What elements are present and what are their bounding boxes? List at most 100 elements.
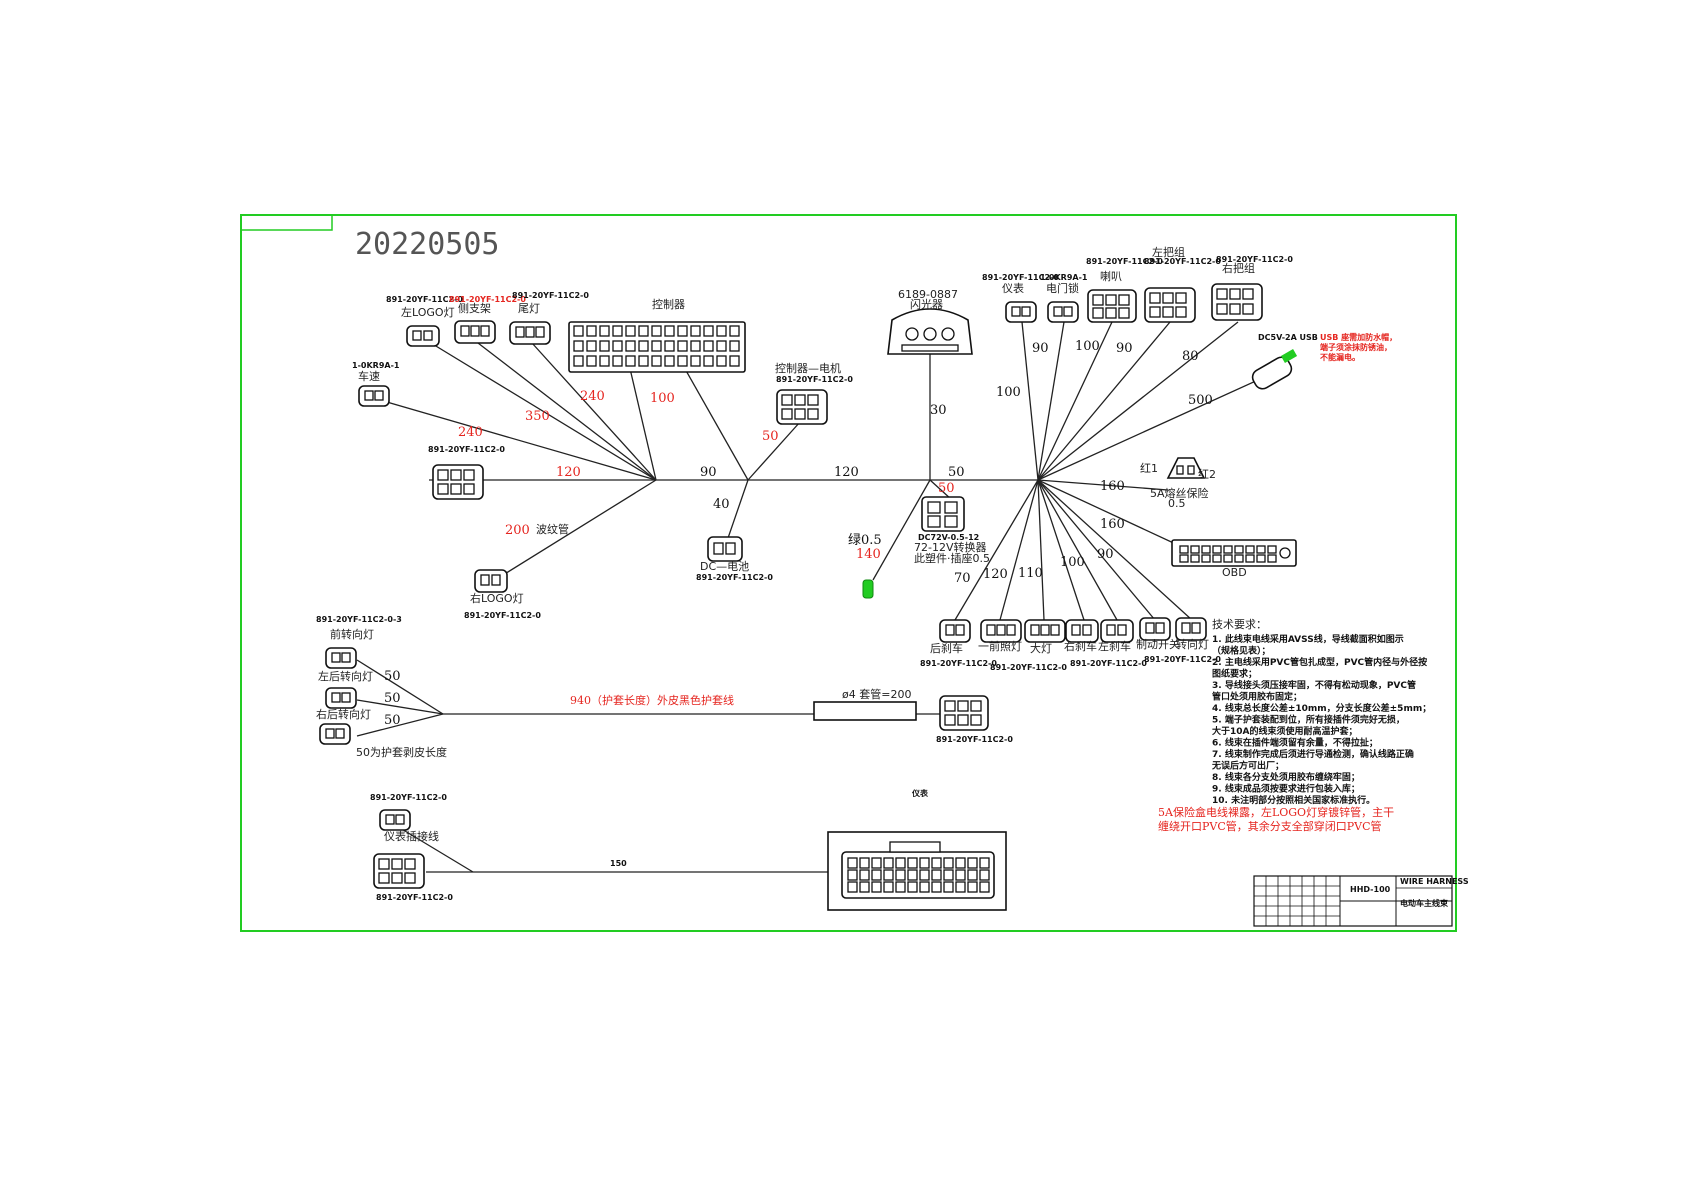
svg-text:72-12V转换器: 72-12V转换器 bbox=[914, 540, 987, 554]
svg-text:500: 500 bbox=[1188, 393, 1213, 408]
tech-note-line: 1. 此线束电线采用AVSS线，导线截面积如图示 bbox=[1212, 633, 1404, 645]
controller-pin bbox=[586, 355, 597, 367]
controller-pin bbox=[638, 355, 649, 367]
date-code: 20220505 bbox=[355, 227, 500, 262]
sheath-end-connector bbox=[939, 695, 989, 731]
left-logo-connector bbox=[406, 325, 440, 347]
instrument-pin bbox=[895, 881, 906, 893]
usb-note: USB 座需加防水帽，端子须涂抹防锈油，不能漏电。 bbox=[1320, 332, 1397, 362]
tech-note-line: 无误后方可出厂； bbox=[1211, 760, 1284, 772]
converter-connector bbox=[921, 496, 965, 532]
fuse-connector bbox=[1166, 457, 1206, 479]
instrument-pin bbox=[859, 869, 870, 881]
svg-text:891-20YF-11C2-0: 891-20YF-11C2-0 bbox=[776, 375, 853, 384]
svg-text:电动车主线束: 电动车主线束 bbox=[1400, 898, 1449, 908]
svg-text:891-20YF-11C2-0: 891-20YF-11C2-0 bbox=[464, 611, 541, 620]
component-labels: 左LOGO灯 侧支架 尾灯 控制器 车速 控制器—电机 右LOGO灯 DC—电池… bbox=[316, 245, 1255, 868]
svg-text:车速: 车速 bbox=[358, 369, 380, 383]
controller-pin bbox=[690, 325, 701, 337]
flasher-connector bbox=[887, 308, 973, 355]
svg-text:一前照灯: 一前照灯 bbox=[978, 639, 1022, 653]
part-numbers: 891-20YF-11C2-0 891-20YF-11C2-0 891-20YF… bbox=[316, 255, 1318, 902]
svg-text:100: 100 bbox=[1060, 555, 1085, 570]
tech-note-line: 3. 导线接头须压接牢固，不得有松动现象，PVC管 bbox=[1212, 679, 1416, 691]
left-brake-connector bbox=[1100, 619, 1134, 643]
controller-pin bbox=[586, 340, 597, 352]
instrument-pin bbox=[943, 869, 954, 881]
obd-pin bbox=[1234, 545, 1244, 554]
svg-text:制动开关: 制动开关 bbox=[1136, 637, 1180, 651]
obd-pin bbox=[1212, 554, 1222, 563]
lswitch-connector bbox=[1144, 287, 1196, 323]
controller-pin bbox=[729, 355, 740, 367]
frame-tab bbox=[240, 214, 333, 231]
sheath-sleeve bbox=[813, 701, 917, 721]
instrument-pin bbox=[931, 881, 942, 893]
obd-pin bbox=[1190, 554, 1200, 563]
svg-text:891-20YF-11C2-0: 891-20YF-11C2-0 bbox=[1070, 659, 1147, 668]
instrument-pin bbox=[847, 857, 858, 869]
turn-front-connector bbox=[325, 647, 357, 669]
turn-left-connector bbox=[325, 687, 357, 709]
red-notes: 5A保险盒电线裸露，左LOGO灯穿镀锌管，主干缠绕开口PVC管，其余分支全部穿闭… bbox=[1158, 805, 1394, 833]
svg-text:绿0.5: 绿0.5 bbox=[848, 533, 882, 548]
instrument-pin bbox=[883, 869, 894, 881]
svg-text:70: 70 bbox=[954, 571, 971, 586]
turn-group-connector bbox=[1175, 617, 1207, 641]
instrument-connector bbox=[827, 831, 1007, 911]
svg-text:右刹车: 右刹车 bbox=[1064, 639, 1097, 653]
usb-note-line: 不能漏电。 bbox=[1320, 352, 1360, 362]
instrument-pin bbox=[859, 857, 870, 869]
controller-pin bbox=[703, 325, 714, 337]
svg-text:160: 160 bbox=[1100, 479, 1125, 494]
obd-screw bbox=[1279, 547, 1291, 559]
instrument-pin bbox=[943, 857, 954, 869]
instrument-pin bbox=[979, 857, 990, 869]
svg-text:后刹车: 后刹车 bbox=[930, 641, 963, 655]
svg-text:红2: 红2 bbox=[1198, 468, 1216, 481]
svg-text:240: 240 bbox=[580, 389, 605, 404]
controller-pin bbox=[677, 340, 688, 352]
instrument-pin bbox=[919, 857, 930, 869]
controller-pin bbox=[573, 340, 584, 352]
svg-text:50为护套剥皮长度: 50为护套剥皮长度 bbox=[356, 745, 447, 759]
controller-connector bbox=[568, 321, 746, 373]
turn-right-connector bbox=[319, 723, 351, 745]
svg-text:左把组: 左把组 bbox=[1152, 245, 1185, 259]
tech-note-line: 6. 线束在插件端须留有余量，不得拉扯； bbox=[1212, 737, 1378, 749]
tech-notes: 技术要求： 1. 此线束电线采用AVSS线，导线截面积如图示（规格见表）；2. … bbox=[1211, 618, 1431, 806]
headlamp-connector bbox=[980, 619, 1022, 643]
controller-pin bbox=[625, 355, 636, 367]
horn-connector bbox=[1087, 289, 1137, 323]
obd-pin bbox=[1201, 554, 1211, 563]
svg-text:90: 90 bbox=[1032, 341, 1049, 356]
svg-text:50: 50 bbox=[384, 713, 401, 728]
svg-text:DC72V-0.5-12: DC72V-0.5-12 bbox=[918, 533, 979, 542]
controller-pin bbox=[716, 355, 727, 367]
svg-text:240: 240 bbox=[458, 425, 483, 440]
instrument-pin bbox=[979, 881, 990, 893]
controller-pin bbox=[651, 325, 662, 337]
svg-text:前转向灯: 前转向灯 bbox=[330, 627, 374, 641]
title-block: HHD-100 WIRE HARNESS 电动车主线束 bbox=[1253, 875, 1469, 927]
svg-text:喇叭: 喇叭 bbox=[1100, 269, 1122, 283]
controller-pin bbox=[573, 325, 584, 337]
svg-text:891-20YF-11C2-0: 891-20YF-11C2-0 bbox=[376, 893, 453, 902]
brake-low-connector bbox=[1139, 617, 1171, 641]
obd-pin bbox=[1267, 554, 1277, 563]
connectors bbox=[319, 283, 1298, 911]
obd-pin bbox=[1234, 554, 1244, 563]
tech-note-line: （规格见表）； bbox=[1212, 645, 1271, 657]
svg-text:891-20YF-11C2-0: 891-20YF-11C2-0 bbox=[1144, 655, 1221, 664]
controller-pin bbox=[716, 340, 727, 352]
obd-pin bbox=[1179, 545, 1189, 554]
svg-text:120: 120 bbox=[556, 465, 581, 480]
svg-text:仪表插接线: 仪表插接线 bbox=[384, 829, 439, 843]
svg-text:侧支架: 侧支架 bbox=[458, 302, 491, 315]
tech-note-line: 5. 端子护套装配到位，所有接插件须完好无损， bbox=[1212, 714, 1405, 726]
instrument-pin bbox=[871, 869, 882, 881]
svg-text:电门锁: 电门锁 bbox=[1046, 281, 1079, 295]
drawing-frame bbox=[240, 214, 1457, 932]
obd-pin bbox=[1223, 554, 1233, 563]
svg-text:891-20YF-11C2-0: 891-20YF-11C2-0 bbox=[936, 735, 1013, 744]
